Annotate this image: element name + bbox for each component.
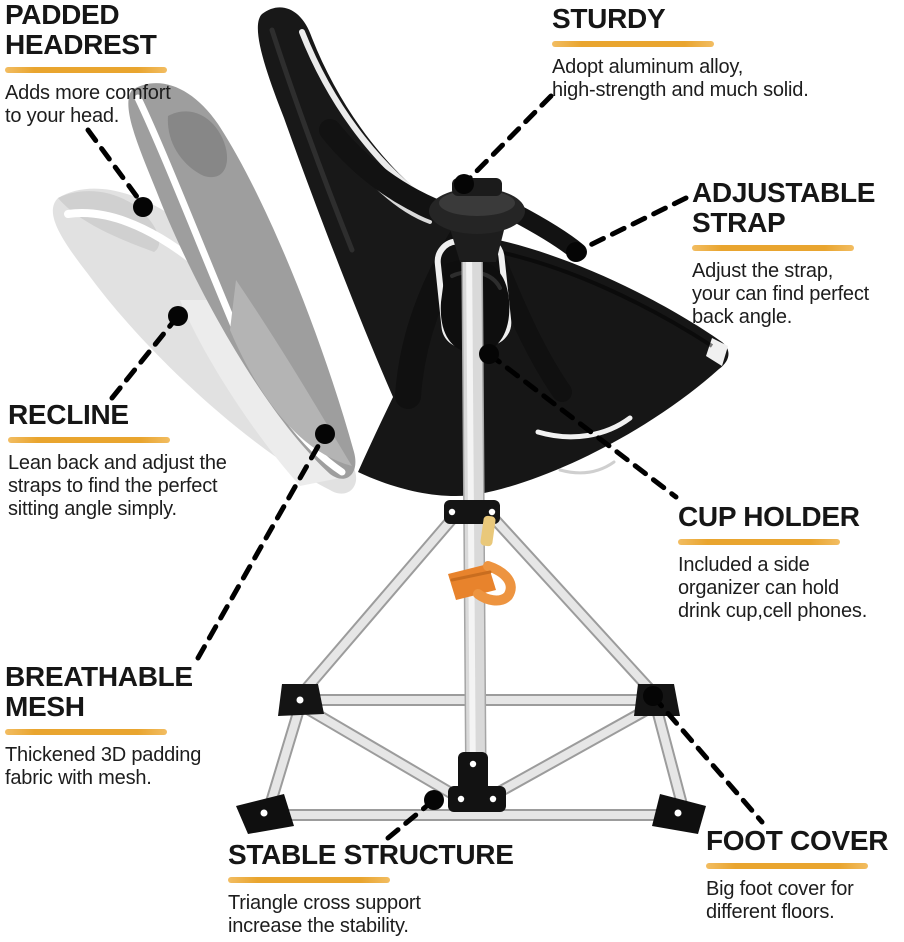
accent-underline — [678, 539, 840, 546]
accent-underline — [5, 67, 167, 74]
callout-cup-holder: CUP HOLDER Included a side organizer can… — [678, 501, 904, 623]
ghost-chair-mid — [128, 83, 356, 479]
callout-foot-cover: FOOT COVER Big foot cover for different … — [706, 825, 904, 924]
accent-underline — [228, 877, 390, 884]
pointer-line-cup-holder — [486, 351, 679, 500]
feature-description: Adjust the strap, your can find perfect … — [692, 260, 870, 329]
pointer-line-breathable-mesh — [195, 431, 328, 661]
accent-underline — [552, 41, 714, 48]
callout-stable-structure: STABLE STRUCTURE Triangle cross support … — [228, 839, 518, 938]
accent-underline — [8, 437, 170, 444]
feature-title: ADJUSTABLE STRAP — [692, 177, 876, 239]
pointer-line-sturdy — [461, 93, 554, 187]
callout-sturdy: STURDY Adopt aluminum alloy, high-streng… — [552, 3, 904, 102]
tripod-base — [262, 506, 690, 821]
feature-title: PADDED HEADREST — [5, 0, 157, 61]
feature-description: Triangle cross support increase the stab… — [228, 892, 421, 938]
pointer-dot-sturdy — [454, 174, 474, 194]
pointer-dot-cup-holder — [479, 344, 499, 364]
accent-underline — [706, 863, 868, 870]
pointer-line-recline — [109, 313, 181, 401]
pointer-dot-breathable-mesh — [315, 424, 335, 444]
accent-underline — [5, 729, 167, 736]
callout-recline: RECLINE Lean back and adjust the straps … — [8, 399, 268, 521]
accent-underline — [692, 245, 854, 252]
feature-title: CUP HOLDER — [678, 501, 860, 532]
pointer-dots — [133, 174, 663, 810]
pointer-dot-adjustable-strap — [566, 242, 586, 262]
feature-title: FOOT COVER — [706, 825, 889, 856]
feature-description: Included a side organizer can hold drink… — [678, 554, 868, 623]
pointer-line-adjustable-strap — [573, 195, 689, 255]
callout-adjustable-strap: ADJUSTABLE STRAP Adjust the strap, your … — [692, 177, 904, 329]
feature-description: Adds more comfort to your head. — [5, 82, 171, 128]
hub-cap — [429, 178, 525, 262]
feature-description: Adopt aluminum alloy, high-strength and … — [552, 56, 809, 102]
feature-title: STURDY — [552, 3, 666, 34]
pointer-dot-foot-cover — [643, 686, 663, 706]
orange-strap — [448, 515, 516, 606]
pointer-line-foot-cover — [650, 693, 765, 825]
feature-description: Thickened 3D padding fabric with mesh. — [5, 744, 202, 790]
feature-title: RECLINE — [8, 399, 129, 430]
pointer-dot-recline — [168, 306, 188, 326]
pointer-line-padded-headrest — [85, 127, 146, 208]
pointer-dot-padded-headrest — [133, 197, 153, 217]
callout-breathable-mesh: BREATHABLE MESH Thickened 3D padding fab… — [5, 661, 235, 790]
feature-description: Big foot cover for different floors. — [706, 878, 854, 924]
feature-title: STABLE STRUCTURE — [228, 839, 514, 870]
pointer-dot-stable-structure — [424, 790, 444, 810]
feature-title: BREATHABLE MESH — [5, 661, 193, 723]
feature-description: Lean back and adjust the straps to find … — [8, 452, 227, 521]
callout-padded-headrest: PADDED HEADREST Adds more comfort to you… — [5, 0, 255, 128]
pointer-lines — [85, 93, 765, 841]
